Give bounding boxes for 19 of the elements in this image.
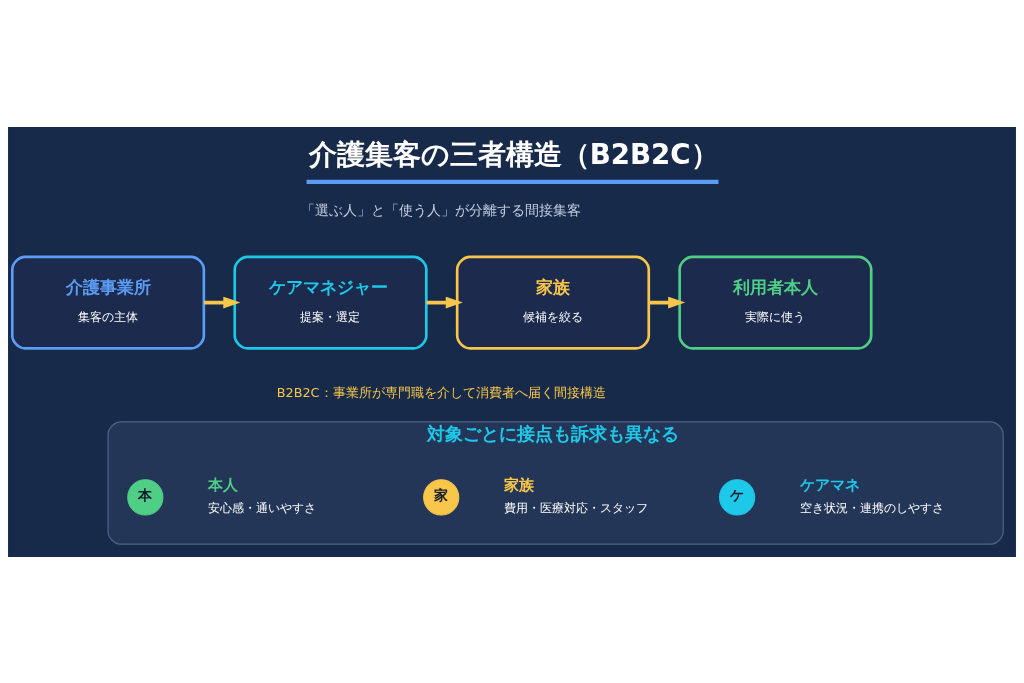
node-label: 安心感・通いやすさ bbox=[208, 500, 317, 515]
label: 「選ぶ人」と「使う人」が分離する間接集客 bbox=[301, 201, 582, 218]
arrow bbox=[649, 296, 686, 309]
node-circle: 家 bbox=[423, 478, 460, 515]
node-box: 家族 候補を絞る bbox=[455, 255, 651, 350]
node-circle: 本 bbox=[127, 478, 164, 515]
diagram-title: 介護集客の三者構造（B2B2C） bbox=[308, 137, 719, 171]
node-box: ケアマネジャー 提案・選定 bbox=[233, 255, 428, 350]
node-label: ケアマネ bbox=[799, 475, 860, 494]
node-label: 空き状況・連携のしやすさ bbox=[799, 500, 944, 515]
node-label: 家族 bbox=[504, 475, 535, 494]
arrow bbox=[204, 296, 241, 309]
node-box: 介護事業所 集客の主体 bbox=[10, 255, 206, 350]
node-circle: ケ bbox=[719, 478, 756, 515]
label: B2B2C：事業所が専門職を介して消費者へ届く間接構造 bbox=[276, 384, 606, 400]
node-label: 費用・医療対応・スタッフ bbox=[504, 500, 649, 515]
node-label: 本人 bbox=[208, 475, 239, 494]
node-box: 利用者本人 実際に使う bbox=[678, 255, 873, 350]
arrow bbox=[426, 296, 463, 309]
